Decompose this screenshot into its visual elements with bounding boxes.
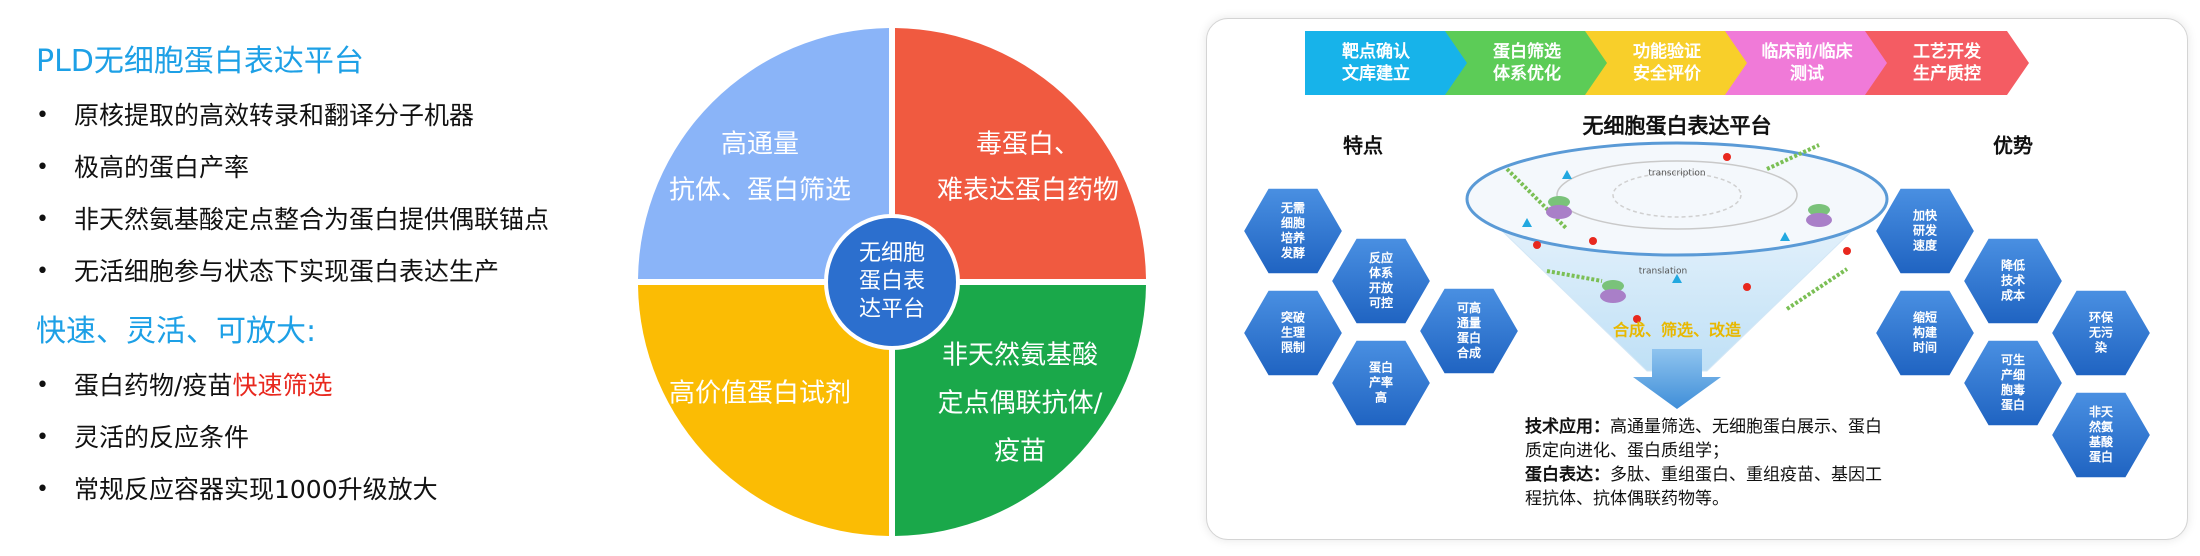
feature-hexagon [1329, 338, 1433, 428]
ribosome-icon [1546, 205, 1572, 219]
advantages-heading: 优势 [1993, 134, 2033, 158]
bullet-item: 非天然氨基酸定点整合为蛋白提供偶联锚点 [36, 194, 656, 246]
process-step-arrow [1305, 31, 1469, 95]
pie-center-label: 无细胞蛋白表达平台 [859, 241, 925, 322]
bullet-item: 原核提取的高效转录和翻译分子机器 [36, 90, 656, 142]
left-text-panel: PLD无细胞蛋白表达平台 原核提取的高效转录和翻译分子机器 极高的蛋白产率 非天… [36, 40, 656, 516]
bullet-item: 无活细胞参与状态下实现蛋白表达生产 [36, 246, 656, 298]
molecule-dot [1843, 247, 1851, 255]
bullet-item: 极高的蛋白产率 [36, 142, 656, 194]
feature-hexagon [1241, 288, 1345, 378]
funnel-rim [1465, 141, 1889, 257]
feature-bullet-list: 原核提取的高效转录和翻译分子机器 极高的蛋白产率 非天然氨基酸定点整合为蛋白提供… [36, 90, 656, 298]
molecule-dot [1589, 237, 1597, 245]
advantage-hexagon [2049, 288, 2153, 378]
bullet-item: 常规反应容器实现1000升级放大 [36, 464, 656, 516]
molecule-dot [1633, 315, 1641, 323]
molecule-triangle [1780, 232, 1790, 241]
tech-app-text: 高通量筛选、无细胞蛋白展示、蛋白质定向进化、蛋白质组学； [1525, 417, 1882, 461]
advantage-hexagon-label: 缩短构建时间 [1913, 310, 1938, 355]
molecule-dot [1723, 153, 1731, 161]
molecule-triangle [1672, 274, 1682, 283]
feature-hexagon-label: 突破生理限制 [1281, 310, 1305, 355]
expression-text: 多肽、重组蛋白、重组疫苗、基因工程抗体、抗体偶联药物等。 [1525, 465, 1882, 509]
pie-quadrant-label: 非天然氨基酸定点偶联抗体/疫苗 [938, 341, 1103, 467]
advantages-heading: 快速、灵活、可放大: [36, 314, 317, 349]
process-step-label: 靶点确认文库建立 [1342, 41, 1411, 84]
dna-strand-icon [1505, 167, 1569, 231]
feature-hexagon-label: 无需细胞培养发酵 [1280, 201, 1305, 260]
pie-quadrant [895, 28, 1146, 279]
advantage-hexagon [1873, 186, 1977, 276]
process-step-label: 功能验证安全评价 [1633, 41, 1702, 84]
dna-strand-icon [1766, 143, 1820, 171]
ribosome-icon [1602, 280, 1624, 292]
pie-quadrant [638, 28, 889, 279]
pie-center-circle [824, 214, 960, 350]
platform-workflow-panel: 靶点确认文库建立 蛋白筛选体系优化 功能验证安全评价 临床前/临床测试 工艺开发生产质控… [1206, 18, 2188, 540]
expression-label: 蛋白表达： [1525, 465, 1610, 485]
feature-hexagon-label: 可高通量蛋白合成 [1457, 300, 1481, 360]
advantage-hexagon [1873, 288, 1977, 378]
advantage-hexagon-label: 非天然氨基酸蛋白 [2088, 404, 2114, 464]
ribosome-icon [1548, 196, 1570, 208]
molecule-triangle [1562, 170, 1572, 179]
cell-nucleus [1612, 172, 1742, 218]
feature-hexagon [1417, 286, 1521, 376]
application-info-box: 技术应用：高通量筛选、无细胞蛋白展示、蛋白质定向进化、蛋白质组学； 蛋白表达：多… [1525, 415, 1885, 511]
advantage-hexagon-label: 降低技术成本 [2001, 258, 2025, 303]
dna-strand-icon [1546, 269, 1603, 283]
pie-quadrant-label: 高价值蛋白试剂 [669, 379, 851, 409]
advantage-hexagon [1961, 236, 2065, 326]
pie-quadrant-label: 毒蛋白、难表达蛋白药物 [937, 130, 1119, 206]
process-step-arrow [1725, 31, 1889, 95]
feature-hexagon [1329, 236, 1433, 326]
advantage-bullet-list: 蛋白药物/疫苗快速筛选 灵活的反应条件 常规反应容器实现1000升级放大 [36, 360, 656, 516]
dna-strand-icon [1785, 267, 1849, 311]
advantage-hexagon [1961, 338, 2065, 428]
molecule-dot [1533, 241, 1541, 249]
feature-hexagon-label: 蛋白产率高 [1369, 360, 1393, 405]
advantage-hexagon-label: 加快研发速度 [1912, 208, 1938, 253]
advantage-hexagon [2049, 390, 2153, 480]
features-heading: 特点 [1343, 134, 1383, 158]
cell-outline [1556, 160, 1798, 230]
process-step-label: 蛋白筛选体系优化 [1493, 41, 1561, 84]
molecule-triangle [1522, 218, 1532, 227]
process-step-arrow [1445, 31, 1609, 95]
process-step-arrow [1865, 31, 2029, 95]
feature-hexagon-label: 反应体系开放可控 [1369, 250, 1394, 310]
process-step-label: 临床前/临床测试 [1761, 41, 1853, 84]
bullet-pharma-text: 蛋白药物/疫苗 [74, 371, 233, 400]
advantage-hexagon-label: 环保无污染 [2088, 310, 2114, 355]
molecule-dot [1743, 283, 1751, 291]
funnel-process-label: 合成、筛选、改造 [1613, 321, 1742, 340]
process-step-label: 工艺开发生产质控 [1913, 41, 1982, 84]
feature-hexagon [1241, 186, 1345, 276]
pie-quadrant [638, 285, 889, 536]
down-arrow-icon [1633, 349, 1721, 409]
transcription-label: transcription [1648, 169, 1705, 179]
bullet-pharma-highlight: 快速筛选 [232, 371, 333, 400]
bullet-item-pharma: 蛋白药物/疫苗快速筛选 [36, 360, 656, 412]
workflow-diagram: 靶点确认文库建立 蛋白筛选体系优化 功能验证安全评价 临床前/临床测试 工艺开发生产质控… [1241, 31, 2153, 480]
advantage-hexagon-label: 可生产细胞毒蛋白 [2001, 352, 2025, 412]
platform-heading: PLD无细胞蛋白表达平台 [36, 44, 364, 79]
tech-app-label: 技术应用： [1525, 417, 1610, 437]
ribosome-icon [1600, 289, 1626, 303]
pie-quadrant-label: 高通量抗体、蛋白筛选 [669, 130, 851, 206]
ribosome-icon [1808, 204, 1830, 216]
translation-label: translation [1639, 267, 1687, 277]
ribosome-icon [1806, 213, 1832, 227]
platform-title: 无细胞蛋白表达平台 [1583, 114, 1772, 138]
process-step-arrow [1585, 31, 1749, 95]
bullet-item: 灵活的反应条件 [36, 412, 656, 464]
pie-quadrant [895, 285, 1146, 536]
